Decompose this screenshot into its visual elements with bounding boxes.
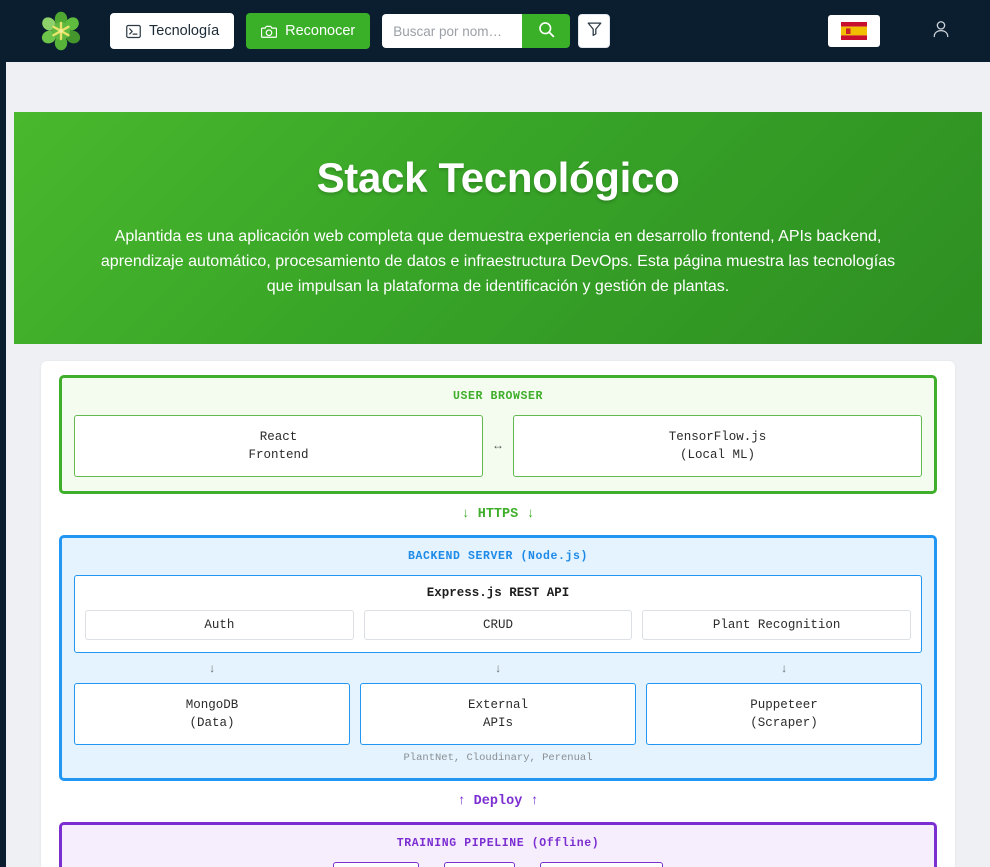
external-apis-caption: PlantNet, Cloudinary, Perenual — [403, 752, 593, 764]
node-onnx-export[interactable]: ONNX Export — [443, 862, 515, 867]
search-input[interactable] — [382, 14, 523, 48]
node-tensorflowjs-local-ml[interactable]: TensorFlow.js (Local ML) — [513, 415, 922, 477]
hero-banner: Stack Tecnológico Aplantida es una aplic… — [14, 112, 982, 344]
architecture-card: USER BROWSER React Frontend ↔ TensorFlow… — [40, 360, 956, 867]
node-line1: External — [467, 698, 528, 712]
window-left-edge — [0, 0, 6, 867]
account-button[interactable] — [928, 18, 954, 44]
node-line2: (Data) — [189, 716, 235, 730]
node-line1: TensorFlow.js — [668, 430, 767, 444]
reconocer-button-label: Reconocer — [285, 23, 356, 39]
node-puppeteer[interactable]: Puppeteer (Scraper) — [646, 683, 922, 745]
tecnologia-button[interactable]: Tecnología — [110, 13, 235, 49]
camera-icon — [261, 23, 278, 39]
plant-rosette-logo-icon[interactable] — [40, 10, 82, 52]
backend-server-block: BACKEND SERVER (Node.js) Express.js REST… — [59, 535, 937, 781]
https-flow-label: ↓ HTTPS ↓ — [461, 507, 535, 522]
training-pipeline-block: TRAINING PIPELINE (Offline) PyTorch Trai… — [59, 822, 937, 867]
service-cell: Puppeteer (Scraper) — [646, 683, 922, 764]
language-button[interactable] — [828, 15, 880, 47]
backend-service-row: MongoDB (Data) External APIs PlantNet, C… — [74, 683, 922, 764]
service-cell: MongoDB (Data) — [74, 683, 350, 764]
node-line2: Frontend — [248, 448, 309, 462]
top-navbar: Tecnología Reconocer — [0, 0, 990, 62]
express-api-box: Express.js REST API Auth CRUD Plant Reco… — [74, 575, 922, 653]
reconocer-button[interactable]: Reconocer — [246, 13, 371, 49]
backend-arrow-row: ↓ ↓ ↓ — [74, 662, 922, 676]
user-browser-nodes: React Frontend ↔ TensorFlow.js (Local ML… — [74, 415, 922, 477]
api-endpoint-plant-recognition[interactable]: Plant Recognition — [642, 610, 912, 640]
spain-flag-icon — [841, 22, 867, 40]
tecnologia-button-label: Tecnología — [149, 23, 220, 39]
page-title: Stack Tecnológico — [316, 154, 680, 201]
backend-server-title: BACKEND SERVER (Node.js) — [407, 550, 589, 563]
filter-button[interactable] — [578, 14, 611, 48]
deploy-flow-label: ↑ Deploy ↑ — [457, 794, 539, 809]
funnel-filter-icon — [587, 21, 602, 42]
page-body: Stack Tecnológico Aplantida es una aplic… — [6, 62, 990, 867]
browser-connector-arrow: ↔ — [494, 439, 502, 453]
api-endpoint-row: Auth CRUD Plant Recognition — [85, 610, 912, 640]
search-submit-button[interactable] — [522, 14, 571, 48]
api-endpoint-auth[interactable]: Auth — [85, 610, 354, 640]
service-cell: External APIs PlantNet, Cloudinary, Pere… — [360, 683, 636, 764]
hero-description: Aplantida es una aplicación web completa… — [100, 228, 896, 295]
arrow-down-3: ↓ — [780, 662, 788, 676]
user-browser-title: USER BROWSER — [452, 390, 543, 403]
node-line2: (Scraper) — [750, 716, 818, 730]
node-react-frontend[interactable]: React Frontend — [74, 415, 483, 477]
navbar-right-group — [828, 15, 990, 47]
search-icon — [538, 21, 555, 41]
node-line1: React — [259, 430, 298, 444]
node-mongodb[interactable]: MongoDB (Data) — [74, 683, 350, 745]
node-pytorch-training[interactable]: PyTorch Training — [332, 862, 419, 867]
api-endpoint-crud[interactable]: CRUD — [363, 610, 633, 640]
terminal-icon — [125, 23, 141, 39]
node-line2: (Local ML) — [679, 448, 755, 462]
arrow-down-2: ↓ — [494, 662, 502, 676]
training-pipeline-steps: PyTorch Training → ONNX Export → TensorF… — [74, 862, 922, 867]
arrow-down-1: ↓ — [208, 662, 216, 676]
user-browser-block: USER BROWSER React Frontend ↔ TensorFlow… — [59, 375, 937, 494]
node-tensorflowjs-convert[interactable]: TensorFlow.js Convert — [539, 862, 664, 867]
node-line1: MongoDB — [185, 698, 239, 712]
node-line1: Puppeteer — [750, 698, 818, 712]
training-pipeline-title: TRAINING PIPELINE (Offline) — [396, 837, 600, 850]
search-bar — [382, 14, 571, 48]
user-person-icon — [931, 19, 951, 44]
node-line2: APIs — [482, 716, 513, 730]
node-external-apis[interactable]: External APIs — [360, 683, 636, 745]
express-api-title: Express.js REST API — [426, 586, 570, 600]
